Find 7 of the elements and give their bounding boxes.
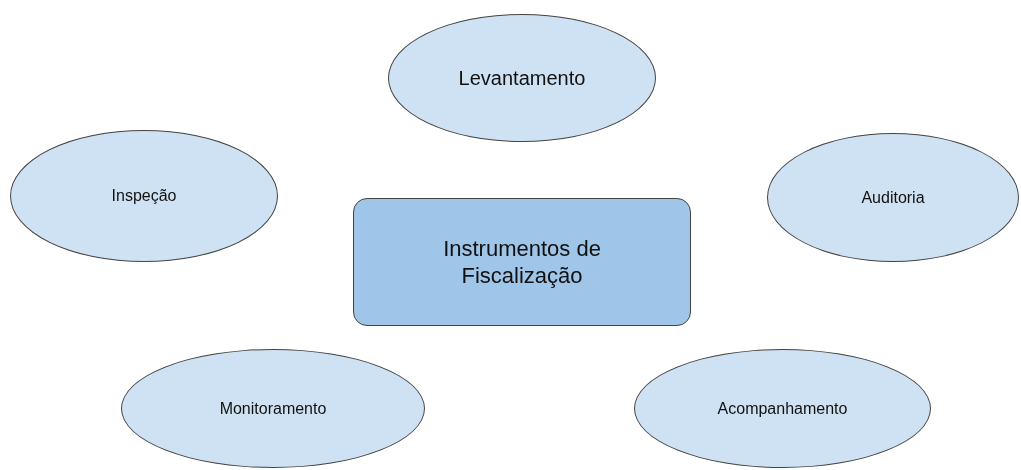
- node-label: Levantamento: [458, 65, 586, 91]
- node-label: Acompanhamento: [717, 398, 848, 419]
- center-box: [353, 198, 691, 326]
- node-label: Monitoramento: [219, 398, 327, 419]
- node-label: Auditoria: [861, 187, 925, 208]
- node-label: Inspeção: [111, 186, 177, 206]
- node-label: Instrumentos de Fiscalização: [442, 234, 602, 290]
